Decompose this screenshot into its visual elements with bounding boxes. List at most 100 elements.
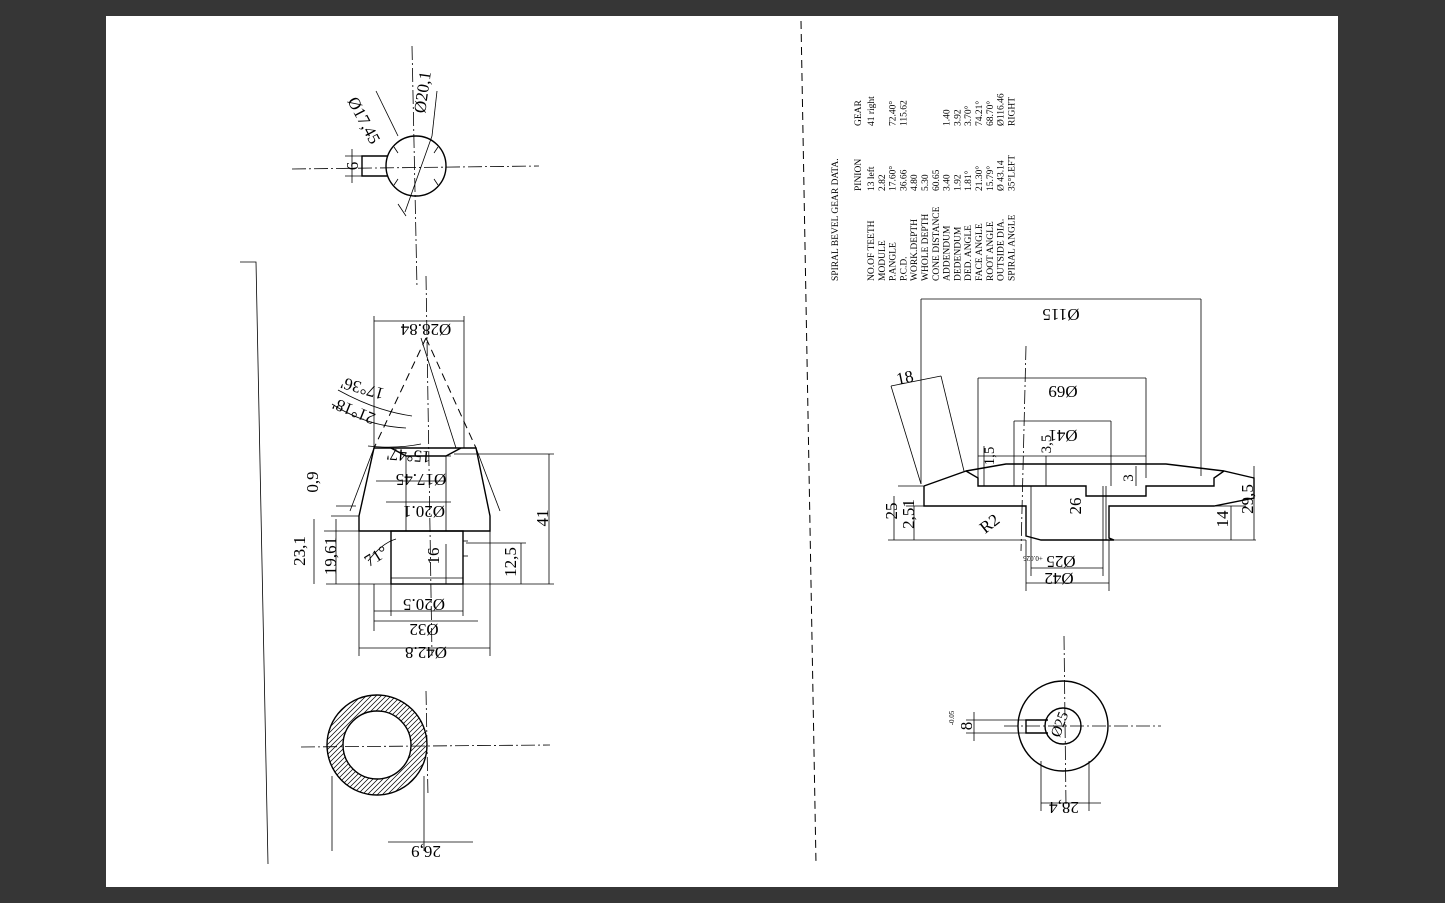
dim-d-17-45: Ø17.45: [396, 470, 447, 489]
table-cell: 3.40: [943, 174, 953, 191]
table-header: GEAR: [854, 99, 864, 126]
gear-bottom-view: 8 -0.05 Ø25 28,4: [948, 635, 1161, 817]
hatch-line: [202, 685, 322, 805]
gear-data-table: SPIRAL BEVEL GEAR DATA. PINIONGEARNO.OF …: [831, 93, 1017, 281]
dim-h-25: 25: [882, 503, 901, 520]
dim-h-26: 26: [1066, 498, 1085, 515]
tol-d-25: +0.025: [1023, 554, 1043, 562]
dim-h-2-51: 2,51: [899, 499, 918, 529]
table-row-label: ROOT ANGLE: [986, 221, 996, 281]
hatch-line: [351, 695, 427, 795]
table-row-label: P.C.D.: [899, 256, 909, 281]
dim-chamfer-18: 18: [895, 367, 916, 389]
dim-h-19-61: 19,61: [321, 537, 340, 575]
dim-h-14: 14: [1213, 510, 1232, 528]
hatch-line: [381, 695, 427, 795]
hatch-line: [327, 695, 373, 795]
dim-d-20-5: Ø20.5: [403, 595, 445, 614]
table-cell: 74.21°: [974, 101, 985, 126]
hatch-line: [327, 695, 403, 795]
hatch-line: [327, 695, 427, 795]
dim-r-2: R2: [976, 510, 1003, 537]
table-cell: 3.70°: [963, 105, 974, 126]
table-cell: 2.82: [878, 174, 888, 191]
dim-h-3-5: 3,5: [1039, 435, 1055, 454]
hatch-line: [327, 695, 328, 795]
table-cell: 5.30: [921, 174, 931, 191]
dim-d-69: Ø69: [1048, 382, 1077, 401]
dim-d-42: Ø42: [1044, 569, 1073, 588]
dim-h-12-5: 12,5: [501, 547, 520, 577]
hatch-line: [327, 695, 393, 795]
table-cell: 1.81°: [963, 170, 974, 191]
hatch-line: [327, 695, 338, 795]
dim-d-25: Ø25: [1046, 552, 1075, 571]
hatch-line: [336, 695, 427, 795]
hatch-line: [416, 695, 427, 795]
tol-key-8: -0.05: [948, 710, 956, 725]
technical-drawing: 6 Ø17,45 Ø20,1: [197, 20, 1257, 865]
hatch-line: [327, 695, 358, 795]
dim-angle-71: 71°: [361, 542, 391, 571]
hatch-line: [356, 695, 427, 795]
dim-d-115: Ø115: [1042, 305, 1079, 324]
table-cell: 41 right: [867, 96, 877, 126]
table-cell: 21.30°: [974, 166, 985, 191]
hatch-line: [366, 695, 427, 795]
dim-h-23-1: 23,1: [290, 536, 309, 566]
dim-h-0-9: 0,9: [303, 471, 322, 492]
dim-angle-15-47: 15°47': [386, 444, 431, 466]
hatch-line: [327, 695, 418, 795]
gear-section-view: Ø115 18 Ø69 Ø41 1,5 3,5 3 25 2,51 R2 26 …: [882, 298, 1257, 591]
dim-key-width: 6: [343, 162, 362, 171]
table-cell: 17.60°: [888, 166, 899, 191]
hatch-line: [376, 695, 427, 795]
pinion-section-view: Ø28.84 17°36' 21°18' 15°47' Ø17.45 Ø20.1…: [290, 275, 554, 662]
dim-d-42-8: Ø42.8: [405, 643, 447, 662]
table-cell: Ø 43.14: [997, 160, 1007, 191]
dim-h-1-5: 1,5: [982, 447, 998, 466]
dim-h-3: 3: [1121, 474, 1137, 482]
table-cell: 68.70°: [985, 101, 996, 126]
table-cell: RIGHT: [1007, 97, 1017, 126]
table-cell: 15.79°: [985, 166, 996, 191]
hatch-line: [327, 695, 413, 795]
hatch-line: [396, 695, 427, 795]
table-header: PINION: [854, 159, 864, 191]
hatch-line: [361, 695, 427, 795]
hatch-line: [371, 695, 427, 795]
table-cell: 72.40°: [888, 101, 899, 126]
table-cell: 4.80: [910, 174, 920, 191]
table-row-label: P.ANGLE: [889, 242, 899, 281]
dim-d-20-1: Ø20.1: [403, 502, 445, 521]
table-cell: 1.40: [943, 109, 953, 126]
table-cell: 36.66: [899, 169, 909, 191]
table-row-label: ADDENDUM: [943, 225, 953, 281]
hatch-line: [341, 695, 427, 795]
dim-28-4: 28,4: [1049, 798, 1079, 817]
table-cell: Ø116.46: [997, 93, 1007, 126]
hatch-line: [327, 695, 427, 795]
hatch-line: [327, 695, 427, 795]
dim-inner-diameter: Ø17,45: [344, 94, 384, 148]
dim-h-29-5: 29,5: [1238, 484, 1257, 514]
table-row-label: MODULE: [878, 240, 888, 281]
hatch-line: [327, 695, 378, 795]
table-row-label: CONE DISTANCE: [932, 206, 942, 281]
pinion-bottom-view: 26,9: [197, 685, 551, 861]
table-row-label: OUTSIDE DIA.: [997, 219, 1007, 281]
table-cell: 115.62: [899, 100, 909, 126]
drawing-sheet: 6 Ø17,45 Ø20,1: [106, 16, 1338, 887]
dim-h-16: 16: [424, 548, 443, 565]
hatch-line: [346, 695, 427, 795]
table-cell: 60.65: [932, 169, 942, 191]
pinion-top-view: 6 Ø17,45 Ø20,1: [291, 45, 540, 289]
hatch-line: [411, 695, 427, 795]
hatch-line: [197, 685, 317, 805]
table-row-label: WORK.DEPTH: [910, 219, 920, 281]
hatch-line: [327, 695, 353, 795]
dim-d-32: Ø32: [409, 620, 438, 639]
sheet-fold-line: [800, 20, 817, 865]
dim-outer-diameter: Ø20,1: [410, 70, 435, 114]
table-row-label: NO.OF TEETH: [867, 220, 877, 281]
